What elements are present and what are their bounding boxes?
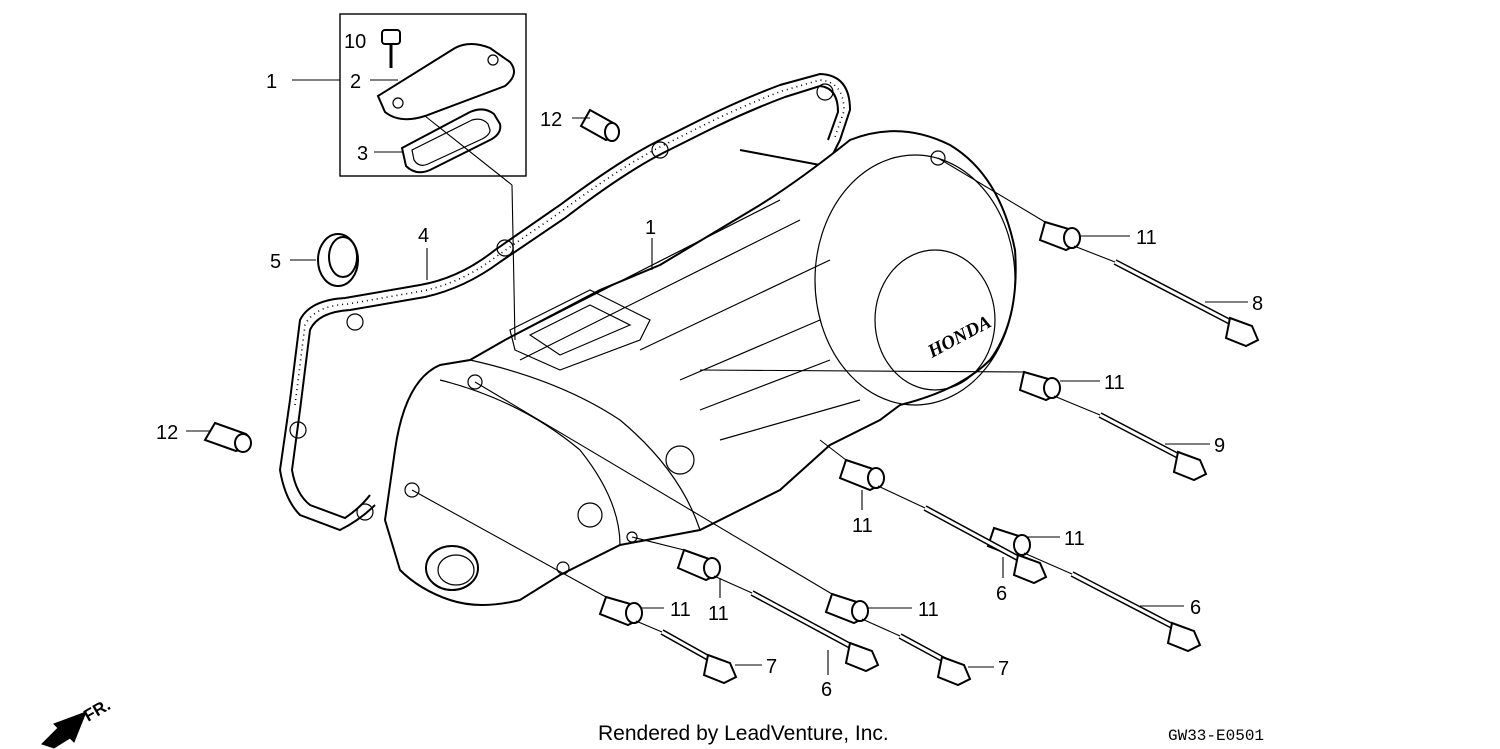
callout-10[interactable]: 10 xyxy=(344,31,366,53)
callout-9[interactable]: 9 xyxy=(1214,435,1225,457)
bolt-6-c[interactable] xyxy=(750,590,880,673)
callout-8[interactable]: 8 xyxy=(1252,293,1263,315)
collar-11-e[interactable] xyxy=(676,548,721,582)
inspection-cover-2[interactable] xyxy=(376,43,515,121)
cover-hole xyxy=(487,54,499,66)
bolt-7-b[interactable] xyxy=(898,633,972,687)
bolt-6-a[interactable] xyxy=(923,505,1048,585)
collar-11-b[interactable] xyxy=(1018,370,1061,402)
footer-credit: Rendered by LeadVenture, Inc. xyxy=(598,722,889,745)
dowel-pin-12-upper[interactable] xyxy=(579,108,620,142)
callout-5[interactable]: 5 xyxy=(270,251,281,273)
callout-1-cover[interactable]: 1 xyxy=(645,217,656,239)
callout-11-e[interactable]: 11 xyxy=(708,603,729,625)
diagram-code: GW33-E0501 xyxy=(1168,727,1264,745)
callout-6-a[interactable]: 6 xyxy=(996,583,1007,605)
bolt-6-b[interactable] xyxy=(1070,571,1202,653)
bolt-9[interactable] xyxy=(1098,412,1208,482)
callout-4[interactable]: 4 xyxy=(418,225,429,247)
bolt-8[interactable] xyxy=(1113,259,1260,348)
oil-seal-5[interactable] xyxy=(317,233,359,287)
callout-6-b[interactable]: 6 xyxy=(1190,597,1201,619)
callout-11-g[interactable]: 11 xyxy=(670,599,691,621)
callout-11-b[interactable]: 11 xyxy=(1104,372,1125,394)
direction-label: FR. xyxy=(81,695,114,725)
callout-7-a[interactable]: 7 xyxy=(766,656,777,678)
seal-3[interactable] xyxy=(400,108,502,174)
callout-11-c[interactable]: 11 xyxy=(852,515,873,537)
callout-11-a[interactable]: 11 xyxy=(1136,227,1157,249)
dowel-pin-12-lower[interactable] xyxy=(203,421,252,453)
collar-11-a[interactable] xyxy=(1038,220,1081,252)
callout-3[interactable]: 3 xyxy=(357,143,368,165)
callout-11-d[interactable]: 11 xyxy=(1064,528,1085,550)
collar-11-c[interactable] xyxy=(838,458,885,492)
callout-1-subassembly[interactable]: 1 xyxy=(266,71,277,93)
cover-hole xyxy=(392,97,404,109)
bolt-7-a[interactable] xyxy=(660,629,738,685)
callout-7-b[interactable]: 7 xyxy=(998,658,1009,680)
callout-12-upper[interactable]: 12 xyxy=(540,109,562,131)
crankcase-cover-1[interactable] xyxy=(383,130,1017,606)
front-direction-arrow-icon xyxy=(41,711,87,749)
bolt-10[interactable] xyxy=(381,29,401,68)
collar-11-f[interactable] xyxy=(824,592,869,625)
callout-12-lower[interactable]: 12 xyxy=(156,422,178,444)
collar-11-g[interactable] xyxy=(598,595,643,627)
callout-6-c[interactable]: 6 xyxy=(821,679,832,701)
gasket-4[interactable] xyxy=(278,72,852,532)
subassembly-box xyxy=(339,13,527,177)
callout-2[interactable]: 2 xyxy=(350,71,361,93)
callout-11-f[interactable]: 11 xyxy=(918,599,939,621)
